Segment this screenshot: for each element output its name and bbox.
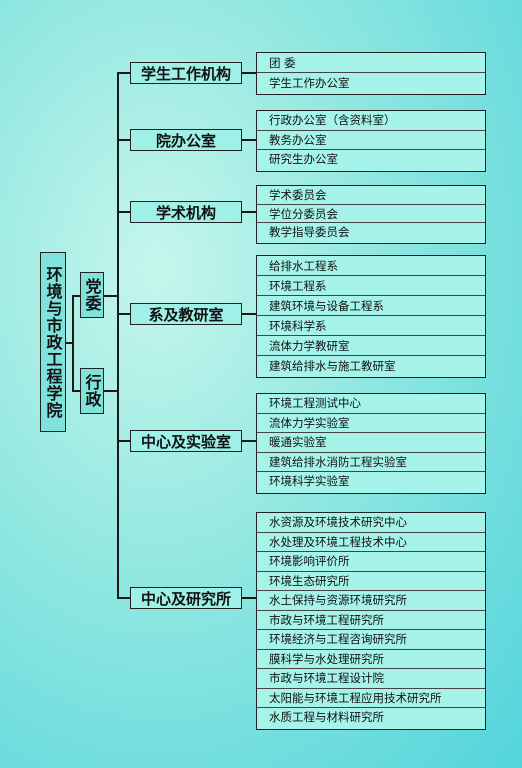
connector-trunk-0 bbox=[117, 72, 130, 74]
connector-trunk-5 bbox=[117, 597, 130, 599]
connector-group-1 bbox=[242, 139, 256, 141]
unit-item: 建筑给排水与施工教研室 bbox=[269, 359, 396, 373]
connector-party-out bbox=[104, 295, 118, 297]
department-box: 学生工作机构 bbox=[130, 62, 242, 84]
college-box: 环境与市政工程学院 bbox=[40, 252, 66, 432]
unit-item: 水资源及环境技术研究中心 bbox=[257, 513, 485, 533]
unit-item: 教务办公室 bbox=[257, 131, 485, 150]
connector-trunk-4 bbox=[117, 440, 130, 442]
department-unit-list: 团 委学生工作办公室 bbox=[256, 52, 486, 95]
connector-group-0 bbox=[242, 72, 256, 74]
unit-item: 太阳能与环境工程应用技术研究所 bbox=[257, 689, 485, 708]
connector-group-4 bbox=[242, 440, 256, 442]
department-box: 学术机构 bbox=[130, 201, 242, 223]
unit-item: 水质工程与材料研究所 bbox=[269, 710, 384, 724]
unit-item: 流体力学实验室 bbox=[257, 414, 485, 433]
unit-item: 水土保持与资源环境研究所 bbox=[257, 591, 485, 611]
unit-item: 暖通实验室 bbox=[257, 433, 485, 453]
connector-group-3 bbox=[242, 313, 256, 315]
unit-item: 建筑环境与设备工程系 bbox=[257, 296, 485, 316]
unit-item: 市政与环境工程设计院 bbox=[257, 669, 485, 689]
connector-trunk-3 bbox=[117, 313, 130, 315]
connector-admin-out bbox=[104, 390, 118, 392]
unit-item: 流体力学教研室 bbox=[257, 336, 485, 356]
connector-trunk-2 bbox=[117, 211, 130, 213]
main-trunk-line bbox=[117, 73, 119, 598]
connector-trunk-1 bbox=[117, 139, 130, 141]
party-committee-box: 党委 bbox=[80, 272, 104, 318]
unit-item: 环境生态研究所 bbox=[257, 572, 485, 591]
unit-item: 膜科学与水处理研究所 bbox=[257, 650, 485, 669]
department-box: 系及教研室 bbox=[130, 303, 242, 325]
unit-item: 环境工程测试中心 bbox=[257, 394, 485, 414]
department-unit-list: 环境工程测试中心流体力学实验室暖通实验室建筑给排水消防工程实验室环境科学实验室 bbox=[256, 393, 486, 494]
unit-item: 市政与环境工程研究所 bbox=[257, 611, 485, 630]
unit-item: 学术委员会 bbox=[257, 186, 485, 205]
connector-admin-h bbox=[72, 390, 80, 392]
unit-item: 水处理及环境工程技术中心 bbox=[257, 533, 485, 552]
unit-item: 环境经济与工程咨询研究所 bbox=[257, 630, 485, 650]
administration-box: 行政 bbox=[80, 368, 104, 414]
unit-item: 环境影响评价所 bbox=[257, 552, 485, 572]
department-unit-list: 行政办公室（含资料室）教务办公室研究生办公室 bbox=[256, 110, 486, 172]
unit-item: 学位分委员会 bbox=[257, 205, 485, 224]
department-unit-list: 水资源及环境技术研究中心水处理及环境工程技术中心环境影响评价所环境生态研究所水土… bbox=[256, 512, 486, 730]
department-box: 中心及研究所 bbox=[130, 587, 242, 609]
unit-item: 研究生办公室 bbox=[269, 152, 338, 166]
unit-item: 学生工作办公室 bbox=[269, 76, 350, 90]
department-box: 中心及实验室 bbox=[130, 430, 242, 452]
department-unit-list: 学术委员会学位分委员会教学指导委员会 bbox=[256, 185, 486, 245]
unit-item: 建筑给排水消防工程实验室 bbox=[257, 453, 485, 472]
unit-item: 环境工程系 bbox=[257, 276, 485, 296]
unit-item: 教学指导委员会 bbox=[269, 225, 350, 240]
unit-item: 团 委 bbox=[257, 53, 485, 73]
department-box: 院办公室 bbox=[130, 129, 242, 151]
unit-item: 行政办公室（含资料室） bbox=[257, 111, 485, 131]
unit-item: 环境科学系 bbox=[257, 316, 485, 336]
connector-party-h bbox=[72, 295, 80, 297]
connector-group-5 bbox=[242, 597, 256, 599]
unit-item: 给排水工程系 bbox=[257, 256, 485, 276]
department-unit-list: 给排水工程系环境工程系建筑环境与设备工程系环境科学系流体力学教研室建筑给排水与施… bbox=[256, 255, 486, 378]
connector-college-v bbox=[72, 295, 74, 391]
connector-college-h bbox=[66, 342, 73, 344]
unit-item: 环境科学实验室 bbox=[269, 474, 350, 488]
connector-group-2 bbox=[242, 211, 256, 213]
